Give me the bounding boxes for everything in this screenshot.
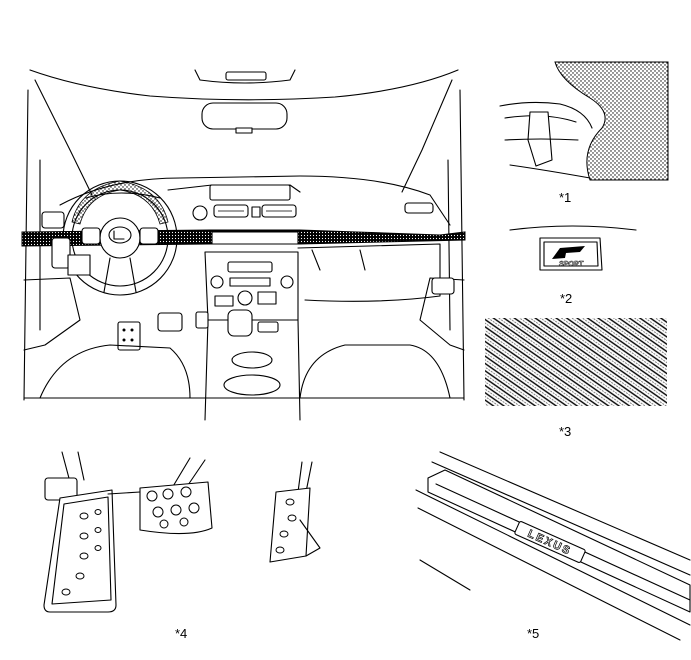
callout-label-1: *1 xyxy=(559,190,572,205)
cabin-interior-view xyxy=(21,69,466,421)
detail-5-door-sill: LEXUS xyxy=(415,451,691,641)
callout-label-2: *2 xyxy=(560,291,573,306)
callout-label-3: *3 xyxy=(559,424,572,439)
emblem-badge-text: SPORT xyxy=(559,261,584,268)
detail-4-pedals xyxy=(43,451,321,613)
callout-label-4: *4 xyxy=(175,626,188,641)
detail-1-steering-wheel xyxy=(499,61,669,181)
callout-label-5: *5 xyxy=(527,626,540,641)
detail-3-material-pattern xyxy=(485,318,667,406)
detail-2-emblem: SPORT xyxy=(509,225,637,271)
